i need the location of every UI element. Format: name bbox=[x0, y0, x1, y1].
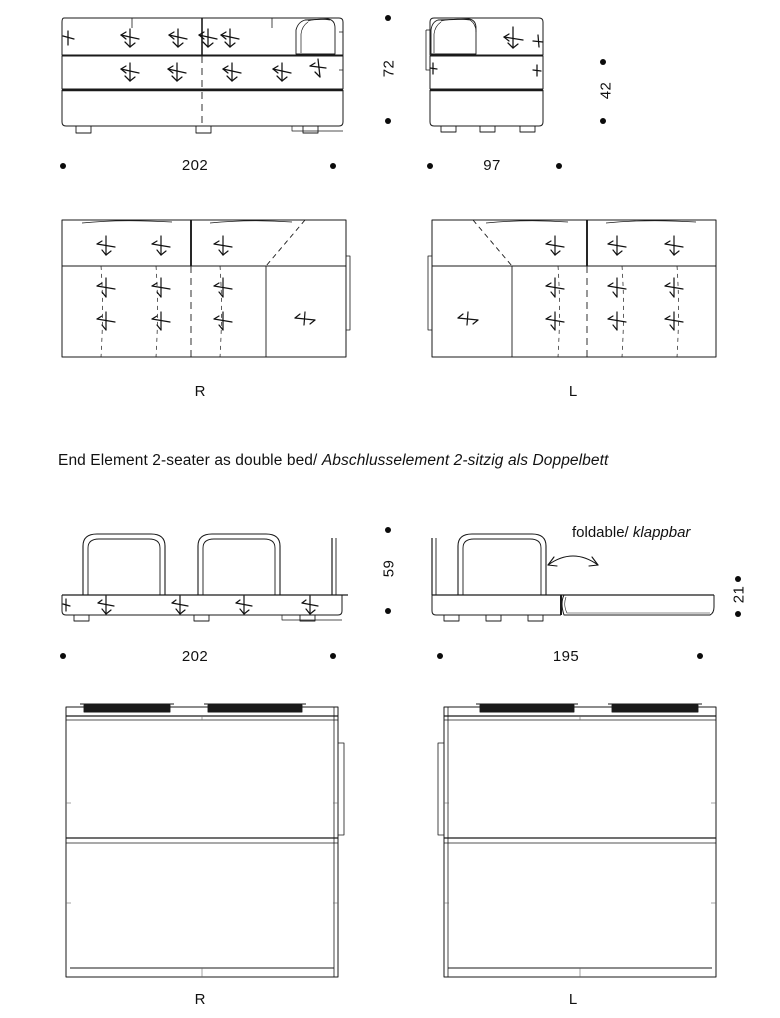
dim-dot-sofa-front-width-left bbox=[60, 163, 66, 169]
dim-dot-sofa-front-width-right bbox=[330, 163, 336, 169]
bed-plan-right bbox=[62, 703, 348, 981]
bed-front-elevation bbox=[60, 525, 350, 622]
dim-dot-sofa-side-width-right bbox=[556, 163, 562, 169]
bed-plan-left-caption: L bbox=[568, 991, 578, 1008]
sofa-plan-left bbox=[427, 218, 718, 360]
dim-bed-side-height: 21 bbox=[730, 585, 748, 604]
sofa-plan-right-caption: R bbox=[194, 383, 206, 400]
dim-dot-sofa-side-width-left bbox=[427, 163, 433, 169]
dim-dot-bed-front-height-bottom bbox=[385, 608, 391, 614]
section-caption-de: Abschlusselement 2-sitzig als Doppelbett bbox=[321, 452, 609, 469]
dim-dot-bed-side-width-left bbox=[437, 653, 443, 659]
dim-dot-sofa-front-height-top bbox=[385, 15, 391, 21]
bed-plan-left bbox=[434, 703, 720, 981]
dim-dot-bed-front-width-left bbox=[60, 653, 66, 659]
sofa-side-elevation bbox=[424, 8, 554, 133]
foldable-annotation: foldable/ klappbar bbox=[572, 524, 690, 541]
sofa-plan-right bbox=[60, 218, 351, 360]
bed-side-elevation bbox=[428, 525, 718, 622]
dim-dot-bed-side-height-bottom bbox=[735, 611, 741, 617]
section-caption: End Element 2-seater as double bed/ Absc… bbox=[58, 452, 608, 470]
dim-dot-sofa-side-height-top bbox=[600, 59, 606, 65]
bed-plan-right-caption: R bbox=[194, 991, 206, 1008]
dim-dot-sofa-side-height-bottom bbox=[600, 118, 606, 124]
dim-sofa-front-height: 72 bbox=[380, 59, 398, 78]
dim-dot-bed-side-height-top bbox=[735, 576, 741, 582]
dim-dot-bed-front-height-top bbox=[385, 527, 391, 533]
dim-dot-bed-front-width-right bbox=[330, 653, 336, 659]
dim-bed-front-height: 59 bbox=[380, 559, 398, 578]
dim-bed-side-width: 195 bbox=[552, 648, 580, 665]
dim-bed-front-width: 202 bbox=[181, 648, 209, 665]
dim-sofa-side-width: 97 bbox=[483, 157, 501, 174]
dim-sofa-side-height: 42 bbox=[597, 81, 615, 100]
foldable-annotation-de: klappbar bbox=[632, 524, 691, 541]
dim-dot-bed-side-width-right bbox=[697, 653, 703, 659]
dim-dot-sofa-front-height-bottom bbox=[385, 118, 391, 124]
section-caption-en: End Element 2-seater as double bed/ bbox=[58, 452, 318, 469]
dim-sofa-front-width: 202 bbox=[181, 157, 209, 174]
sofa-plan-left-caption: L bbox=[568, 383, 578, 400]
sofa-front-elevation bbox=[60, 8, 345, 134]
foldable-annotation-en: foldable/ bbox=[572, 524, 629, 541]
